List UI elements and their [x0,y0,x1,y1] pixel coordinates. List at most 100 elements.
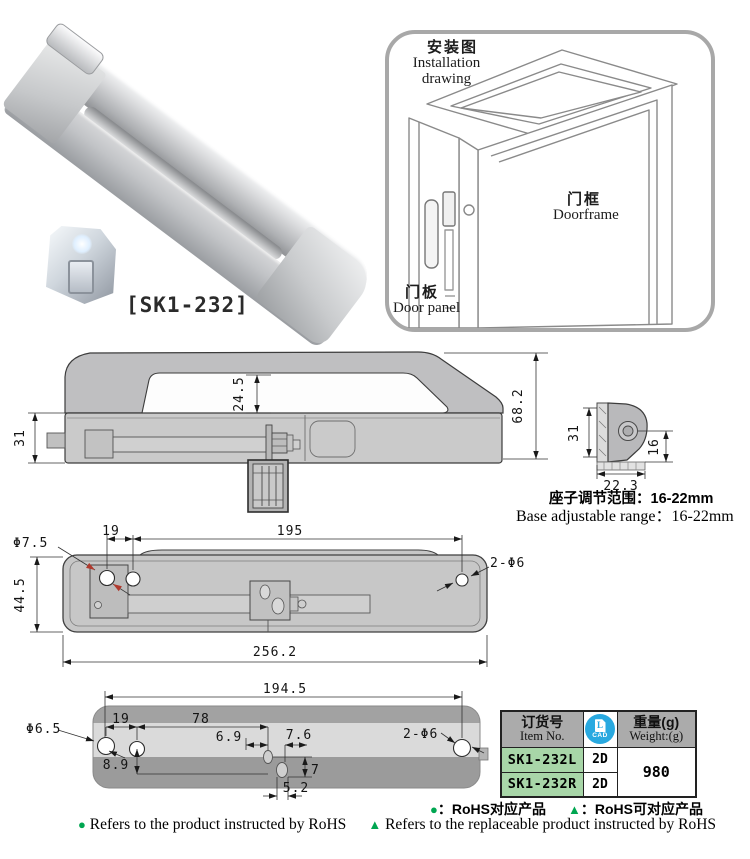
item-no-header: 订货号 Item No. [500,710,584,748]
keeper-slot [68,260,94,294]
dim-keeper-height: 31 [567,424,582,442]
cad-2d-cell: 2D [582,771,618,798]
hole-left-2 [125,571,141,587]
cam-block [249,580,291,621]
grip-opening [141,372,449,414]
doorframe-label-en: Doorframe [553,207,619,223]
order-table: 订货号 Item No. L CAD 重量(g) Weight:(g) SK1-… [500,710,697,798]
weight-cell: 980 [616,746,697,798]
cabinet-drawing [408,49,678,329]
item-no-header-en: Item No. [520,729,565,744]
weight-header-en: Weight:(g) [629,729,684,744]
side-view-drawing: 31 24.5 68.2 [13,351,734,525]
weight-header: 重量(g) Weight:(g) [616,710,697,748]
item-no-cell: SK1-232L [500,746,584,773]
dim-side-holes: 2-Φ6 [490,556,525,571]
dim-plate-7: 7 [311,763,320,778]
table-row: SK1-232R 2D [500,771,696,798]
handle-back-view: 19 195 Φ7.5 44.5 256.2 2-Φ6 [13,525,525,667]
rohs-triangle-icon: ▲ [567,802,581,817]
dim-plate-side-holes: 2-Φ6 [403,727,438,742]
inner-block [84,429,114,459]
hole-left-1 [98,569,116,587]
dim-back-height: 44.5 [13,577,28,612]
hole-right [455,573,469,587]
plate-slot-2 [276,762,288,778]
dim-opening-height: 24.5 [232,376,247,411]
plate-view-drawing: 194.5 19 78 6.9 7.6 Φ6.5 8.9 7 5.2 2-Φ6 [26,683,489,800]
keeper-note-en: Base adjustable range：16-22mm [516,508,734,525]
dim-plate-52: 5.2 [283,781,309,796]
rohs-legend-en: ● Refers to the product instructed by Ro… [78,816,728,834]
dim-base-height: 31 [13,429,28,447]
inner-rod [112,436,269,453]
keeper-end-view: 31 16 22.3 座子调节范围：16-22mm Base adjustabl… [516,402,734,525]
rohs-triangle-icon: ▲ [368,817,382,832]
cad-document-icon: L [594,719,606,733]
doorframe-label-zh: 门框 [567,191,602,208]
mounted-rod [444,229,454,291]
keeper-dimensions [583,407,673,479]
item-no-header-zh: 订货号 [521,714,564,731]
doorpanel-label-zh: 门板 [405,284,440,301]
model-label: [SK1-232] [126,293,249,317]
rohs-circle-icon: ● [430,802,438,817]
dim-keeper-depth: 16 [647,438,662,456]
cabinet-top-opening-inner [460,71,642,119]
doorpanel-label-en: Door panel [393,300,461,316]
dim-total-length: 256.2 [253,645,297,660]
rohs-en-triangle-text: Refers to the replaceable product instru… [385,816,717,833]
rohs-circle-icon: ● [78,817,86,832]
cad-icon-label: CAD [592,732,608,740]
dim-hole-pitch: 19 [102,525,120,539]
dim-plate-19: 19 [112,712,130,727]
dim-plate-78: 78 [192,712,210,727]
left-pin [46,432,66,449]
dim-plate-76: 7.6 [286,728,312,743]
dim-plate-89: 8.9 [103,758,129,773]
keeper-note-zh: 座子调节范围：16-22mm [548,489,713,507]
back-dimensions [30,535,490,667]
cad-header-cell: L CAD [582,710,618,748]
dim-plate-hole-dia: Φ6.5 [26,722,61,737]
rohs-en-circle-text: Refers to the product instructed by RoHS [89,816,347,833]
plate-dimensions [57,691,485,800]
rohs-zh-triangle-text: ：RoHS可对应产品 [580,801,703,817]
dim-hole-dia: Φ7.5 [13,536,48,551]
plate-slot-1 [263,750,273,764]
drive-rod [127,594,371,614]
doorframe-door-edge [490,99,658,324]
doorframe-door-edge2 [498,109,650,324]
mounted-latch [442,191,456,227]
plate-tab [478,747,489,761]
dim-length-195: 195 [277,525,303,539]
cad-2d-cell: 2D [582,746,618,773]
rohs-legend-zh: ●：RoHS对应产品 ▲：RoHS可对应产品 [430,799,730,819]
handle-side-view: 31 24.5 68.2 [13,351,548,513]
dim-overall-height: 68.2 [511,388,526,423]
plate-hole-right [452,738,472,758]
rohs-zh-circle-text: ：RoHS对应产品 [437,801,546,817]
strike-detail [463,204,475,216]
screw-hex [271,432,288,454]
cad-icon: L CAD [585,714,615,745]
keeper-photo [46,226,116,304]
item-no-cell: SK1-232R [500,771,584,798]
screw-plate [265,424,273,461]
dim-keeper-width: 22.3 [603,479,638,494]
side-dimensions [28,352,548,464]
installation-title-en: Installation drawing [412,55,481,87]
weight-header-zh: 重量(g) [633,714,680,731]
plate-hole-1 [96,736,116,756]
plate-view: 194.5 19 78 6.9 7.6 Φ6.5 8.9 7 5.2 2-Φ6 [26,683,489,800]
dim-plate-total: 194.5 [263,683,307,697]
door-column [458,137,479,329]
dim-plate-69: 6.9 [216,730,242,745]
mounted-handle [424,199,439,269]
installation-panel: 安装图 Installation drawing 门框 Doorframe 门板… [385,30,715,332]
table-row: SK1-232L 2D 980 [500,746,697,798]
keeper-highlight [72,234,92,254]
back-view-drawing: 19 195 Φ7.5 44.5 256.2 2-Φ6 [13,525,525,667]
installation-title-zh: 安装图 [427,39,479,56]
